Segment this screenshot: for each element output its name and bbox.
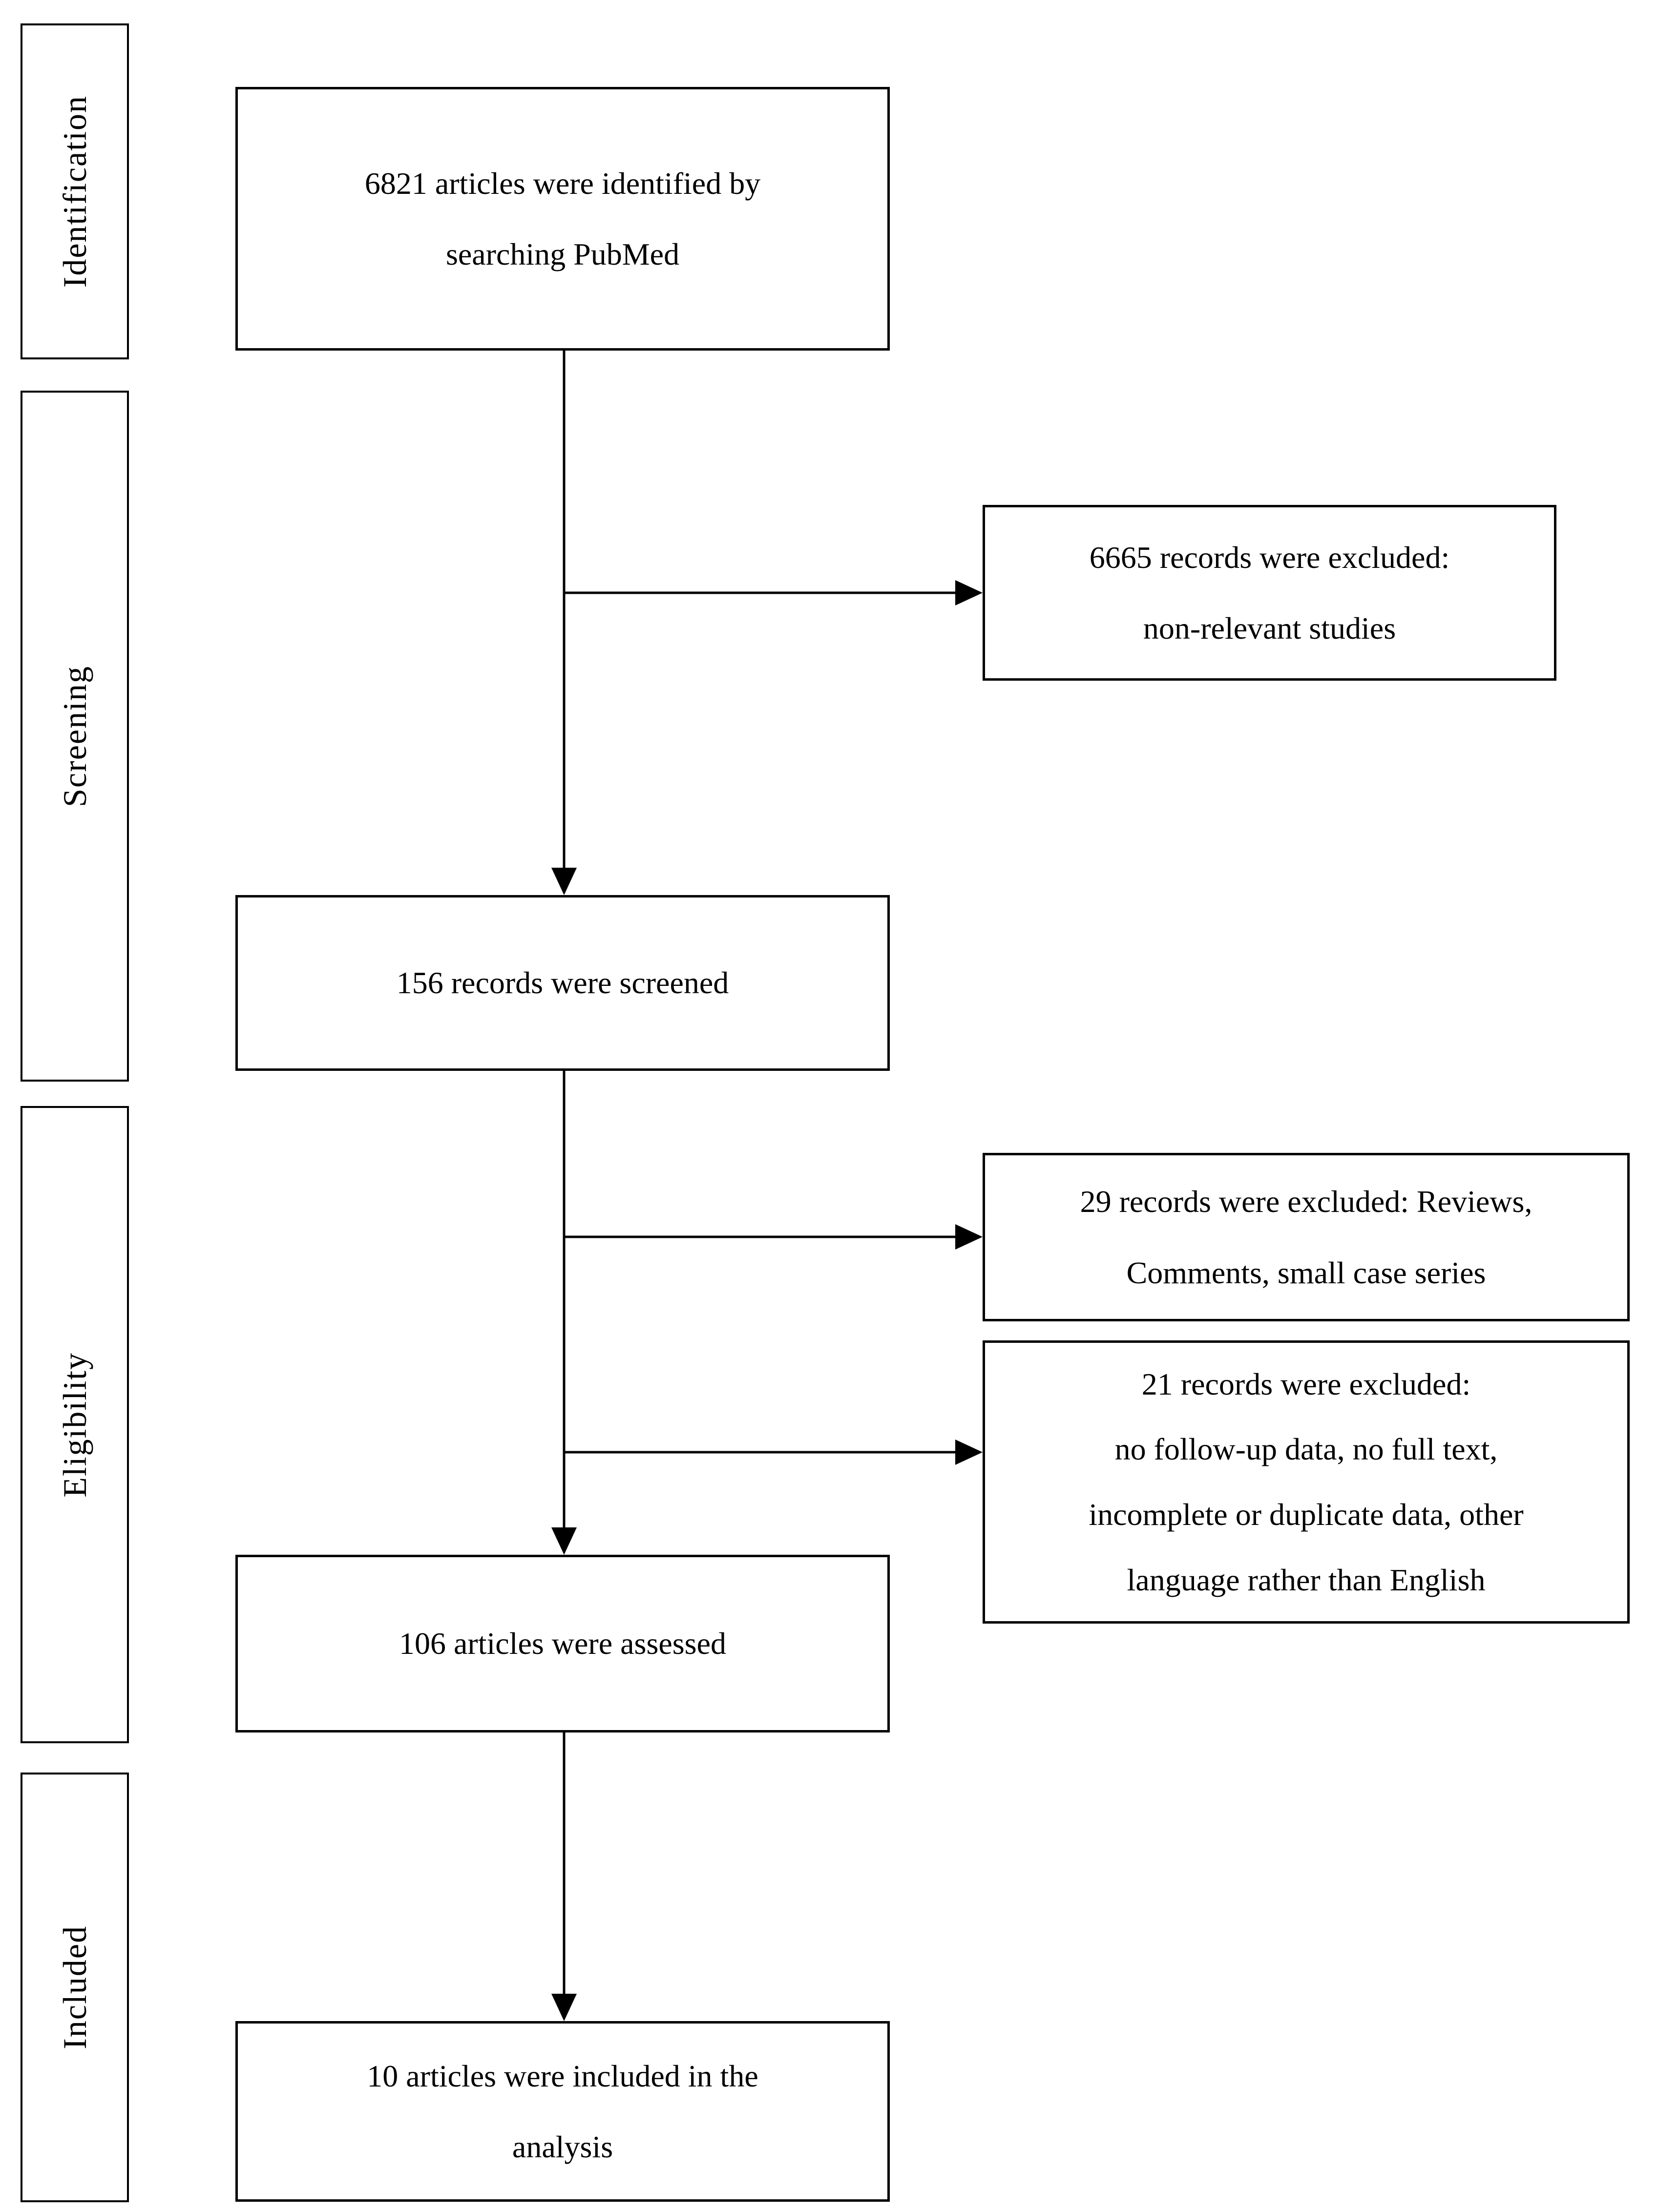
- arrow-identified-to-screened: [551, 351, 577, 895]
- arrow-assessed-to-included: [551, 1732, 577, 2021]
- stage-box-screening: Screening: [21, 391, 129, 1082]
- stage-box-eligibility: Eligibility: [21, 1106, 129, 1743]
- exclusion-box-reviews: 29 records were excluded: Reviews, Comme…: [983, 1153, 1630, 1321]
- text-line: 21 records were excluded:: [1141, 1366, 1471, 1401]
- text-line: language rather than English: [1127, 1562, 1486, 1597]
- text-line: non-relevant studies: [1143, 611, 1396, 646]
- arrowhead-down-icon: [551, 868, 577, 895]
- text-line: searching PubMed: [445, 237, 680, 271]
- arrowhead-right-icon: [955, 1224, 983, 1250]
- exclusion-box-reviews-text: 29 records were excluded: Reviews, Comme…: [985, 1166, 1627, 1308]
- stage-box-included: Included: [21, 1773, 129, 2202]
- exclusion-box-other: 21 records were excluded: no follow-up d…: [983, 1340, 1630, 1624]
- text-line: Comments, small case series: [1126, 1255, 1486, 1290]
- text-line: 29 records were excluded: Reviews,: [1080, 1184, 1532, 1219]
- arrow-screened-to-assessed: [551, 1071, 577, 1555]
- text-line: incomplete or duplicate data, other: [1089, 1497, 1524, 1532]
- arrow-branch-to-exclusion-other: [564, 1440, 983, 1465]
- flow-box-identified-text: 6821 articles were identified by searchi…: [238, 148, 887, 290]
- flow-box-assessed-text: 106 articles were assessed: [238, 1608, 887, 1679]
- stage-label-included: Included: [56, 1925, 93, 2049]
- flow-box-screened-text: 156 records were screened: [238, 947, 887, 1018]
- text-line: 156 records were screened: [396, 965, 729, 1001]
- text-line: 6821 articles were identified by: [364, 166, 761, 201]
- stage-box-identification: Identification: [21, 23, 129, 359]
- exclusion-box-other-text: 21 records were excluded: no follow-up d…: [985, 1352, 1627, 1613]
- flow-box-assessed: 106 articles were assessed: [235, 1555, 890, 1732]
- text-line: 10 articles were included in the: [367, 2058, 758, 2093]
- stage-label-eligibility: Eligibility: [56, 1352, 93, 1498]
- flow-box-included: 10 articles were included in the analysi…: [235, 2021, 890, 2202]
- text-line: no follow-up data, no full text,: [1114, 1432, 1498, 1467]
- exclusion-box-screening: 6665 records were excluded: non-relevant…: [983, 505, 1556, 681]
- text-line: 6665 records were excluded:: [1089, 540, 1450, 575]
- arrow-branch-to-exclusion-reviews: [564, 1224, 983, 1250]
- flow-box-included-text: 10 articles were included in the analysi…: [238, 2041, 887, 2183]
- arrow-branch-to-exclusion-screening: [564, 580, 983, 605]
- flow-box-identified: 6821 articles were identified by searchi…: [235, 87, 890, 351]
- arrowhead-right-icon: [955, 1440, 983, 1465]
- stage-label-screening: Screening: [56, 665, 93, 807]
- arrowhead-down-icon: [551, 1527, 577, 1555]
- exclusion-box-screening-text: 6665 records were excluded: non-relevant…: [985, 522, 1554, 664]
- stage-label-identification: Identification: [56, 95, 93, 288]
- text-line: 106 articles were assessed: [399, 1626, 726, 1661]
- flow-box-screened: 156 records were screened: [235, 895, 890, 1071]
- arrowhead-right-icon: [955, 580, 983, 605]
- text-line: analysis: [512, 2129, 613, 2164]
- arrowhead-down-icon: [551, 1994, 577, 2021]
